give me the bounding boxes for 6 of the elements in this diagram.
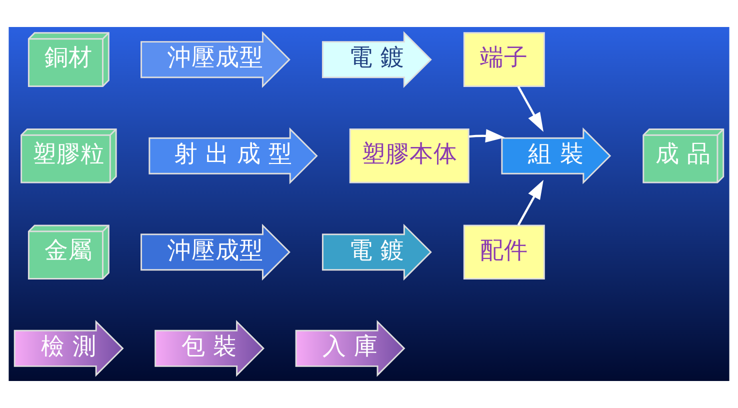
node-box: 配件 (463, 224, 545, 280)
node-box: 塑膠本体 (349, 128, 470, 184)
arrow (517, 86, 544, 132)
arrow (468, 129, 505, 143)
arrow (517, 180, 544, 226)
node-box: 端子 (463, 32, 545, 87)
